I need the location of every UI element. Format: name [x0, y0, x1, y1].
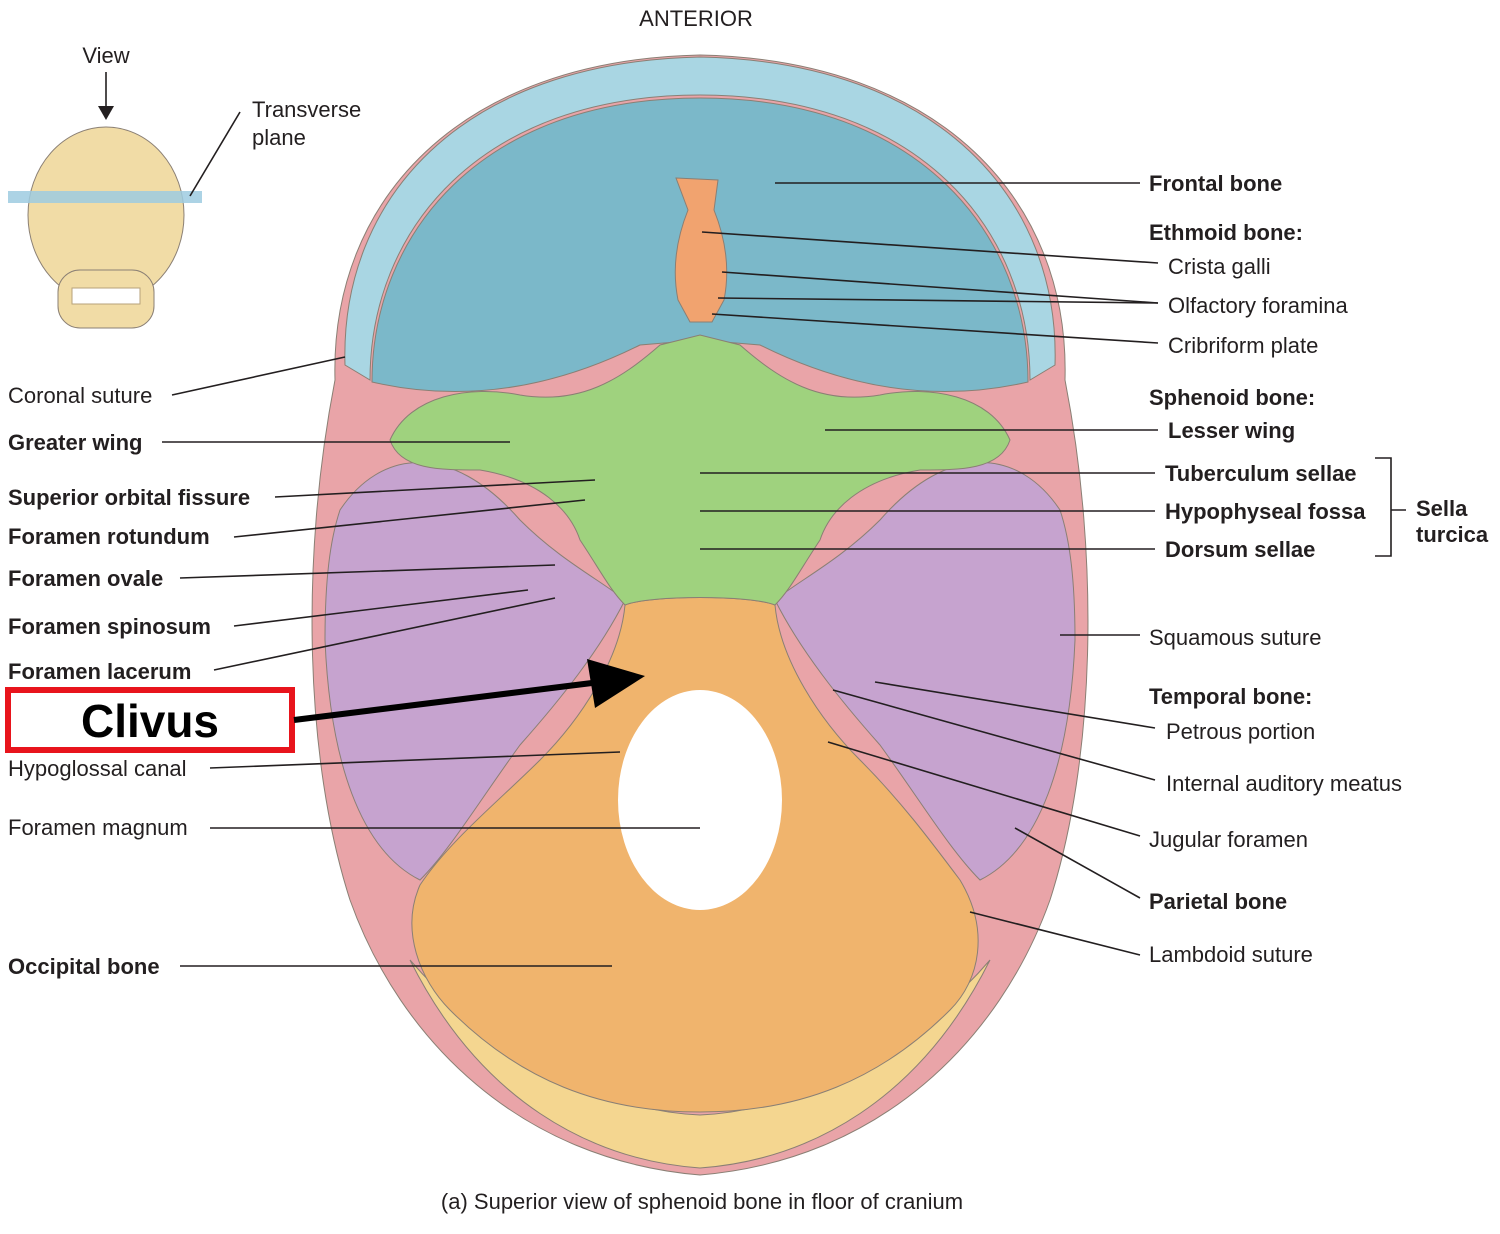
label-foramen-spinosum: Foramen spinosum: [8, 614, 211, 639]
label-squamous-suture: Squamous suture: [1149, 625, 1321, 650]
clivus-arrow-shaft: [293, 679, 601, 723]
clivus-callout: Clivus: [5, 659, 645, 753]
label-sella-line1: Sella: [1416, 496, 1468, 521]
clivus-box: [5, 687, 295, 753]
label-hypophyseal-fossa: Hypophyseal fossa: [1165, 499, 1366, 524]
inset-teeth: [71, 287, 141, 305]
label-parietal-bone: Parietal bone: [1149, 889, 1287, 914]
labels: ANTERIOR View Transverse plane Coronal s…: [8, 6, 1489, 1214]
leader-foramen-spinosum: [233, 589, 529, 627]
clivus-label: Clivus: [81, 695, 219, 747]
sphenoid-bone-shape: [389, 334, 1011, 606]
label-tuberculum-sellae: Tuberculum sellae: [1165, 461, 1357, 486]
view-arrow-head: [98, 106, 114, 120]
leader-jugular-foramen: [827, 741, 1141, 837]
cranium-illustration: [311, 54, 1089, 1176]
label-lesser-wing: Lesser wing: [1168, 418, 1295, 443]
temporal-bone-right-shape: [774, 462, 1076, 881]
leader-lines: [162, 182, 1406, 967]
label-lambdoid-suture: Lambdoid suture: [1149, 942, 1313, 967]
leader-parietal-bone: [1014, 827, 1141, 899]
leader-internal-auditory-meatus: [832, 689, 1156, 781]
label-superior-orbital-fissure: Superior orbital fissure: [8, 485, 250, 510]
sella-turcica-bracket: [1375, 457, 1406, 557]
leader-olfactory-foramina-2: [717, 297, 1159, 304]
inset-view-label: View: [82, 43, 129, 68]
label-foramen-rotundum: Foramen rotundum: [8, 524, 210, 549]
inset-skull: [8, 72, 241, 329]
transverse-plane-leader: [189, 111, 241, 197]
label-occipital-bone: Occipital bone: [8, 954, 160, 979]
label-temporal-bone: Temporal bone:: [1149, 684, 1312, 709]
leader-foramen-rotundum: [233, 499, 586, 538]
label-sella-line2: turcica: [1416, 522, 1489, 547]
label-jugular-foramen: Jugular foramen: [1149, 827, 1308, 852]
label-sphenoid-bone: Sphenoid bone:: [1149, 385, 1315, 410]
leader-coronal-suture: [171, 356, 346, 396]
label-greater-wing: Greater wing: [8, 430, 142, 455]
inset-plane-label-2: plane: [252, 125, 306, 150]
figure-caption: (a) Superior view of sphenoid bone in fl…: [441, 1189, 963, 1214]
orientation-label: ANTERIOR: [639, 6, 753, 31]
ethmoid-bone-shape: [674, 177, 728, 323]
label-crista-galli: Crista galli: [1168, 254, 1271, 279]
clivus-arrow-head: [587, 659, 645, 708]
label-olfactory-foramina: Olfactory foramina: [1168, 293, 1348, 318]
label-petrous-portion: Petrous portion: [1166, 719, 1315, 744]
leader-foramen-ovale: [179, 564, 556, 579]
leader-crista-galli: [701, 231, 1159, 264]
leader-hypoglossal-canal: [209, 751, 621, 769]
leader-superior-orbital-fissure: [274, 479, 596, 498]
label-dorsum-sellae: Dorsum sellae: [1165, 537, 1315, 562]
leader-lambdoid-suture: [969, 911, 1141, 956]
leader-foramen-lacerum: [213, 597, 556, 671]
label-ethmoid-bone: Ethmoid bone:: [1149, 220, 1303, 245]
foramen-magnum-opening: [618, 690, 782, 910]
inset-plane-label-1: Transverse: [252, 97, 361, 122]
temporal-bone-left-shape: [324, 462, 626, 881]
frontal-edge-shape: [344, 56, 1056, 381]
label-hypoglossal-canal: Hypoglossal canal: [8, 756, 187, 781]
label-frontal-bone: Frontal bone: [1149, 171, 1282, 196]
label-coronal-suture: Coronal suture: [8, 383, 152, 408]
transverse-plane-shape: [8, 191, 202, 203]
leader-olfactory-foramina-1: [721, 271, 1159, 304]
label-foramen-ovale: Foramen ovale: [8, 566, 163, 591]
leader-cribriform-plate: [711, 313, 1159, 344]
label-foramen-magnum: Foramen magnum: [8, 815, 188, 840]
label-cribriform-plate: Cribriform plate: [1168, 333, 1318, 358]
label-foramen-lacerum: Foramen lacerum: [8, 659, 191, 684]
leader-petrous-portion: [874, 681, 1156, 729]
label-internal-auditory-meatus: Internal auditory meatus: [1166, 771, 1402, 796]
